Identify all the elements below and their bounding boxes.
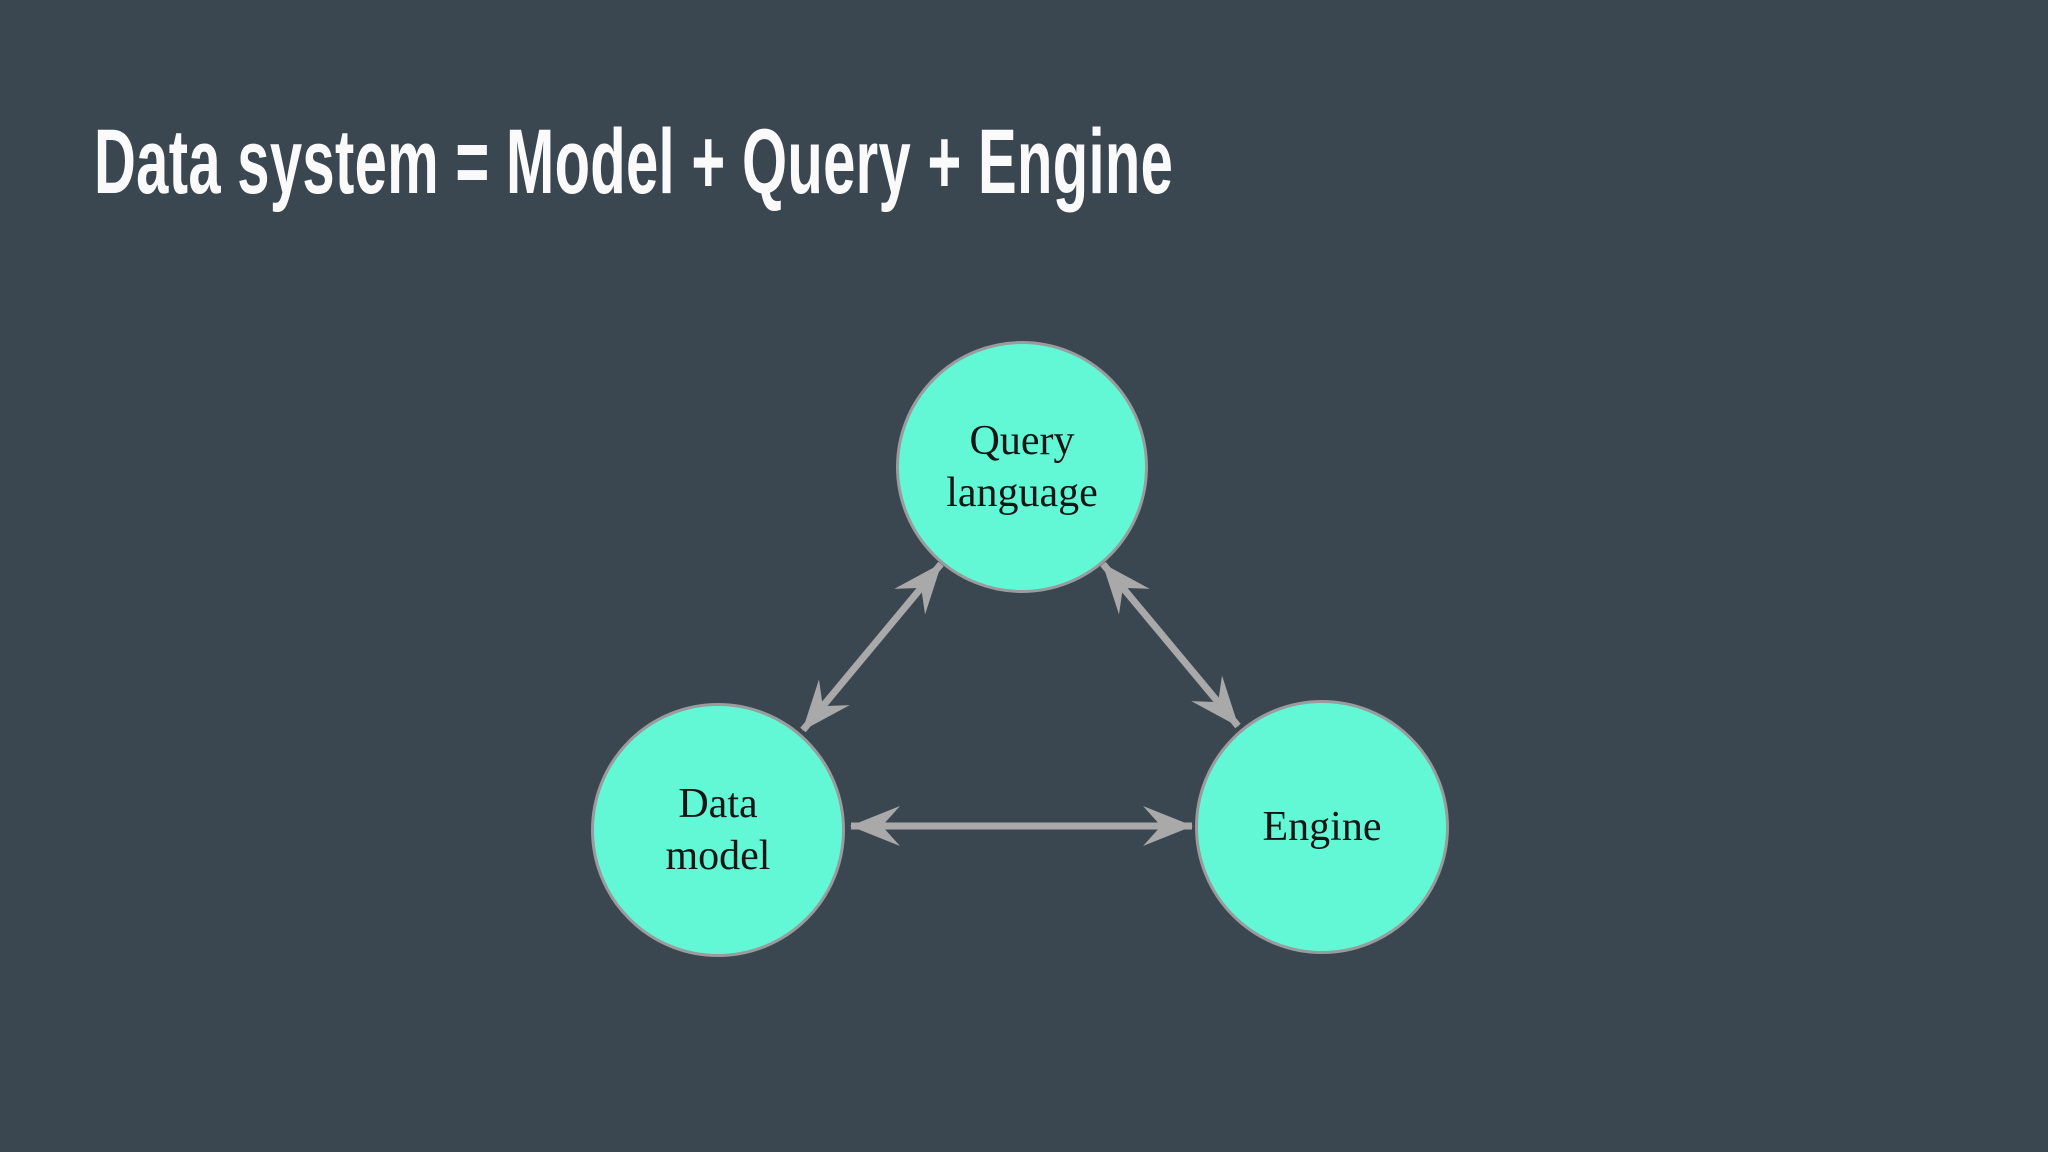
node-label-line: model <box>665 833 771 879</box>
edge-query-datamodel <box>800 561 944 733</box>
node-data-model: Data model <box>591 703 845 957</box>
node-engine: Engine <box>1195 700 1449 954</box>
node-query-language-label: Query language <box>946 415 1098 520</box>
node-data-model-label: Data model <box>666 778 771 883</box>
node-engine-label: Engine <box>1263 801 1382 854</box>
node-query-language: Query language <box>896 341 1148 593</box>
node-label-line: Query <box>969 417 1075 464</box>
edge-query-engine <box>1100 561 1241 729</box>
node-label-line: language <box>946 470 1098 516</box>
slide-title: Data system = Model + Query + Engine <box>94 111 1174 213</box>
node-label-line: Data <box>678 780 758 827</box>
node-label-line: Engine <box>1262 803 1382 850</box>
